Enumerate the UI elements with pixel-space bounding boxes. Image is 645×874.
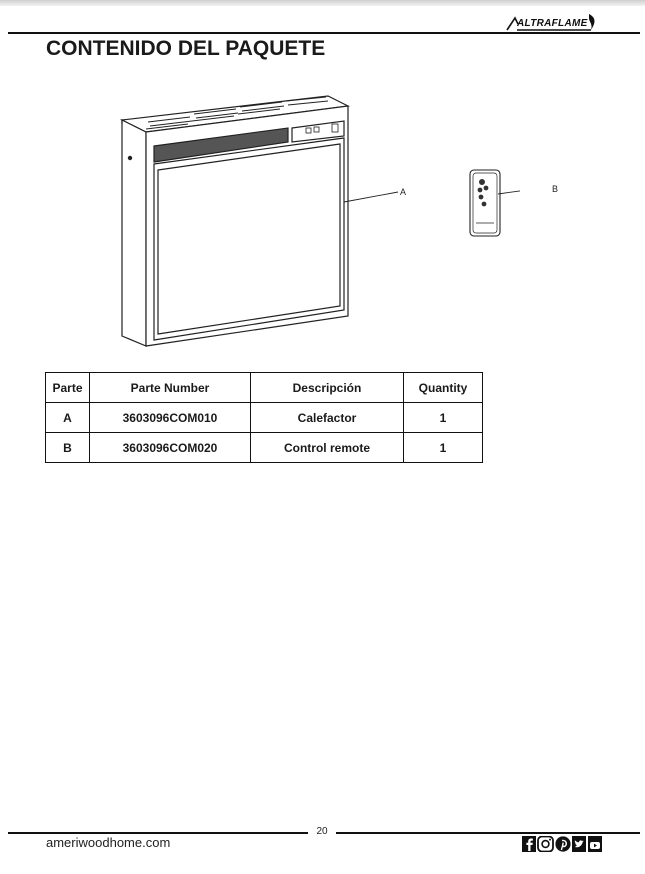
- header-part-number: Parte Number: [89, 372, 251, 403]
- cell-quantity: 1: [403, 402, 483, 433]
- flame-logo-icon: [506, 14, 595, 31]
- footer-website-link[interactable]: ameriwoodhome.com: [46, 835, 171, 850]
- header-part: Parte: [45, 372, 90, 403]
- parts-table: Parte Parte Number Descripción Quantity …: [45, 372, 483, 463]
- pinterest-icon[interactable]: [555, 836, 571, 852]
- cell-part: B: [45, 432, 90, 463]
- cell-part-number: 3603096COM010: [89, 402, 251, 433]
- youtube-icon[interactable]: [588, 836, 602, 852]
- cell-part-number: 3603096COM020: [89, 432, 251, 463]
- social-icons: [522, 836, 602, 852]
- page-title: CONTENIDO DEL PAQUETE: [46, 37, 326, 60]
- header-description: Descripción: [250, 372, 404, 403]
- page-number: 20: [316, 826, 328, 837]
- header-rule: [8, 32, 640, 34]
- twitter-icon[interactable]: [572, 836, 586, 852]
- facebook-icon[interactable]: [522, 836, 536, 852]
- top-band: [0, 0, 645, 6]
- header-quantity: Quantity: [403, 372, 483, 403]
- brand-logo: ALTRAFLAME: [505, 12, 601, 32]
- table-header-row: Parte Parte Number Descripción Quantity: [45, 372, 483, 403]
- instagram-icon[interactable]: [537, 836, 554, 852]
- cell-description: Control remote: [250, 432, 404, 463]
- table-row: A 3603096COM010 Calefactor 1: [45, 402, 483, 433]
- product-illustration: [119, 95, 520, 347]
- cell-part: A: [45, 402, 90, 433]
- cell-description: Calefactor: [250, 402, 404, 433]
- remote-drawing: [469, 169, 501, 237]
- heater-drawing: [119, 95, 351, 347]
- footer-rule-left: [8, 832, 308, 834]
- table-row: B 3603096COM020 Control remote 1: [45, 432, 483, 463]
- footer-rule-right: [336, 832, 640, 834]
- callout-a-label: A: [400, 187, 407, 197]
- brand-name: ALTRAFLAME: [517, 18, 588, 29]
- cell-quantity: 1: [403, 432, 483, 463]
- callout-b-label: B: [552, 184, 559, 194]
